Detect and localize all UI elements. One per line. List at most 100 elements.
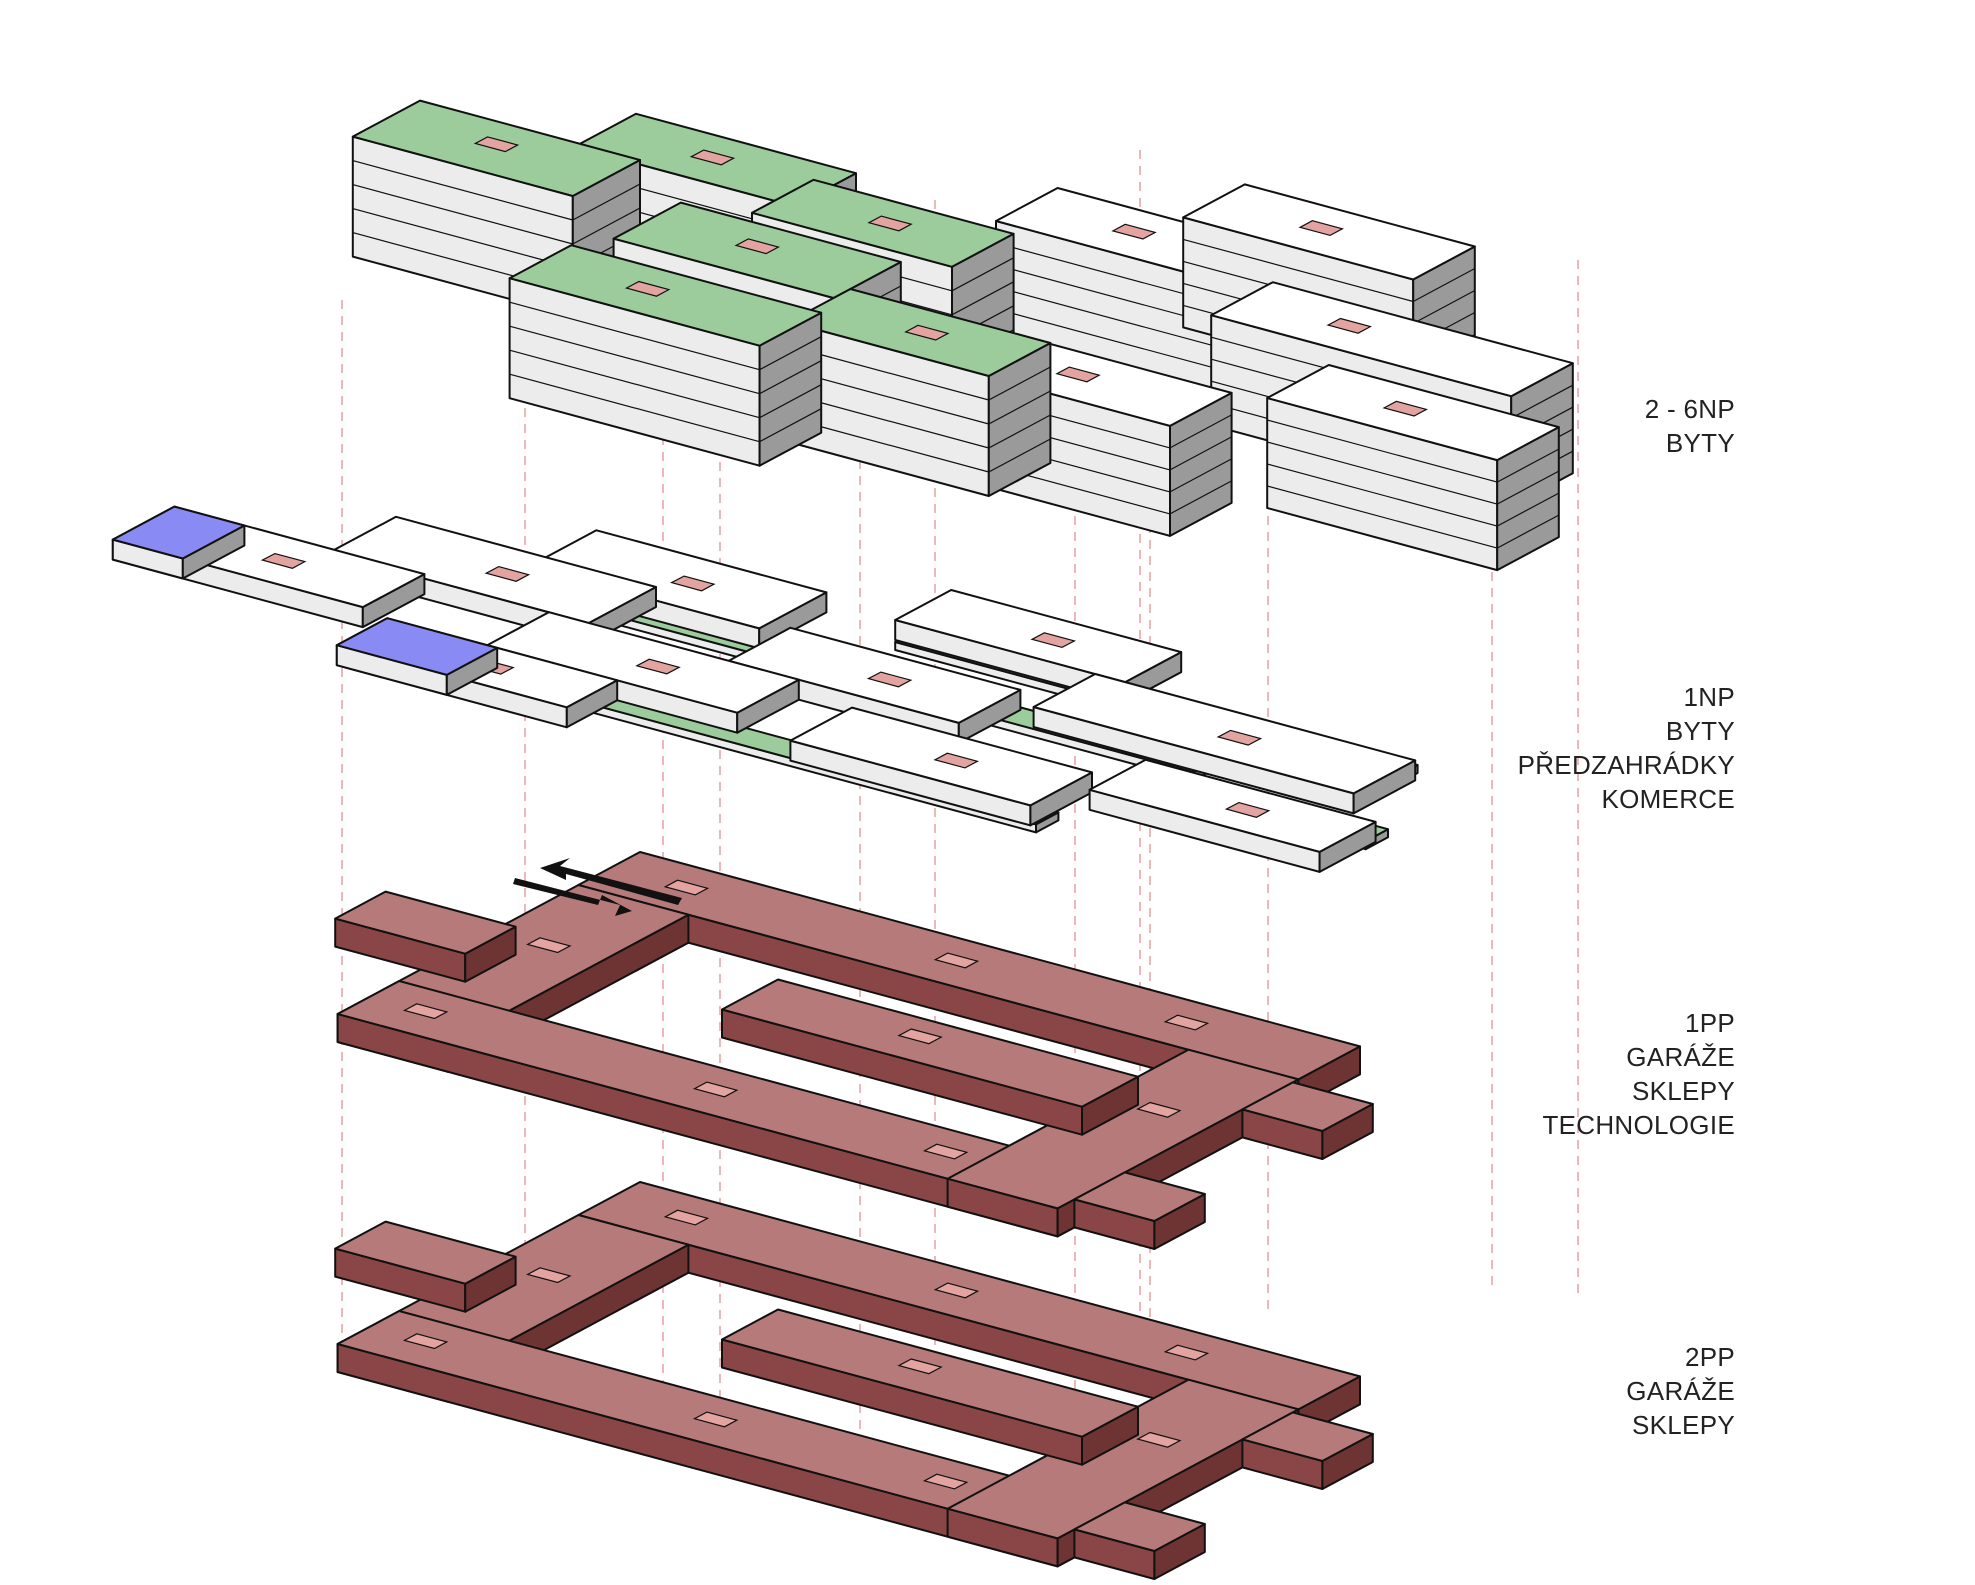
stair-core <box>1055 366 1101 383</box>
stair-core <box>663 879 710 896</box>
label-line: 1NP <box>1683 682 1735 712</box>
floor-line <box>1496 448 1560 483</box>
stair-core <box>922 1143 969 1160</box>
stair-core <box>1136 1101 1182 1118</box>
upper-floors-2-6np <box>351 99 1574 572</box>
label-basement-1: 1PP GARÁŽE SKLEPY TECHNOLOGIE <box>1542 1006 1735 1142</box>
floor-line <box>759 360 822 395</box>
floor-line <box>995 286 1227 350</box>
floor-line <box>1496 514 1560 549</box>
stair-core <box>473 136 520 153</box>
stair-core <box>866 671 913 688</box>
label-line: KOMERCE <box>1601 784 1735 814</box>
stair-core <box>624 280 671 297</box>
slab-top <box>1241 1411 1374 1462</box>
stair-core <box>867 215 913 232</box>
stair-core <box>933 752 980 769</box>
floor-line <box>988 390 1051 425</box>
label-ground-floor: 1NP BYTY PŘEDZAHRÁDKY KOMERCE <box>1518 680 1735 816</box>
roof <box>111 505 246 560</box>
floor-line <box>1412 267 1476 303</box>
roof <box>1210 281 1574 398</box>
roof <box>508 244 823 347</box>
roof <box>335 617 499 676</box>
floor-line <box>1169 480 1232 515</box>
ground-floor-1np <box>111 505 1419 873</box>
stair-core <box>526 937 572 954</box>
stair-core <box>692 1411 739 1428</box>
apartment-building <box>1266 364 1560 572</box>
garage-2pp <box>334 1181 1374 1580</box>
label-line: GARÁŽE <box>1626 1042 1735 1072</box>
commerce-unit <box>335 617 499 696</box>
label-upper-floors: 2 - 6NP BYTY <box>1645 392 1735 460</box>
floor-line <box>572 183 641 221</box>
label-line: BYTY <box>1665 428 1735 458</box>
floor-line <box>1496 470 1560 505</box>
stair-core <box>1136 1431 1182 1448</box>
stair-core <box>897 1028 943 1045</box>
floor-line <box>988 366 1051 401</box>
stair-core <box>402 1333 449 1350</box>
floor-line <box>352 208 573 269</box>
floor-line <box>509 373 760 443</box>
floor-line <box>759 408 822 443</box>
floor-line <box>509 301 760 371</box>
stair-core <box>402 1003 449 1020</box>
floor-line <box>1267 463 1498 527</box>
stair-core <box>635 658 681 675</box>
label-line: 2 - 6NP <box>1644 394 1735 424</box>
floor-line <box>1510 384 1574 419</box>
label-line: 2PP <box>1684 1342 1735 1372</box>
stair-core <box>933 1282 980 1299</box>
stair-core <box>484 565 531 582</box>
label-line: SKLEPY <box>1632 1076 1735 1106</box>
floor-line <box>509 349 760 419</box>
two-way-arrow-icon <box>513 858 682 916</box>
stair-core <box>689 149 736 166</box>
stair-core <box>897 1358 943 1375</box>
floor-line <box>988 414 1051 449</box>
floor-line <box>759 384 822 419</box>
stair-core <box>904 324 950 341</box>
stair-core <box>692 1081 739 1098</box>
slab-top <box>334 1220 517 1285</box>
floor-line <box>1183 238 1414 303</box>
label-line: 1PP <box>1684 1008 1735 1038</box>
stair-core <box>1298 220 1345 237</box>
slab-top <box>1073 1171 1206 1222</box>
stair-core <box>922 1473 969 1490</box>
stair-core <box>526 1267 572 1284</box>
floor-line <box>1267 485 1498 549</box>
apartment-building <box>508 244 823 467</box>
floor-line <box>352 160 573 221</box>
floor-line <box>1267 441 1498 505</box>
stair-core <box>1382 400 1429 417</box>
slab-top <box>334 890 517 955</box>
stair-core <box>669 575 716 592</box>
stair-core <box>260 552 307 569</box>
floor-line <box>572 207 641 245</box>
stair-core <box>1326 317 1373 334</box>
stair-core <box>1216 729 1263 746</box>
label-line: PŘEDZAHRÁDKY <box>1517 750 1735 780</box>
stair-core <box>1111 223 1157 240</box>
floor-line <box>509 325 760 395</box>
floor-line <box>988 438 1051 473</box>
floor-line <box>951 257 1014 292</box>
slab-top <box>1073 1501 1206 1552</box>
commerce-unit <box>111 505 246 580</box>
floor-line <box>759 336 822 371</box>
slab-top <box>946 1378 1300 1540</box>
stair-core <box>1030 632 1077 649</box>
stair-core <box>1163 1344 1210 1361</box>
slab-top <box>1241 1081 1374 1132</box>
floor-line <box>1412 289 1476 325</box>
label-line: SKLEPY <box>1632 1410 1735 1440</box>
label-basement-2: 2PP GARÁŽE SKLEPY <box>1626 1340 1735 1442</box>
stair-core <box>734 238 781 255</box>
stair-core <box>1224 801 1271 818</box>
floor-line <box>951 281 1014 316</box>
label-line: TECHNOLOGIE <box>1542 1110 1735 1140</box>
